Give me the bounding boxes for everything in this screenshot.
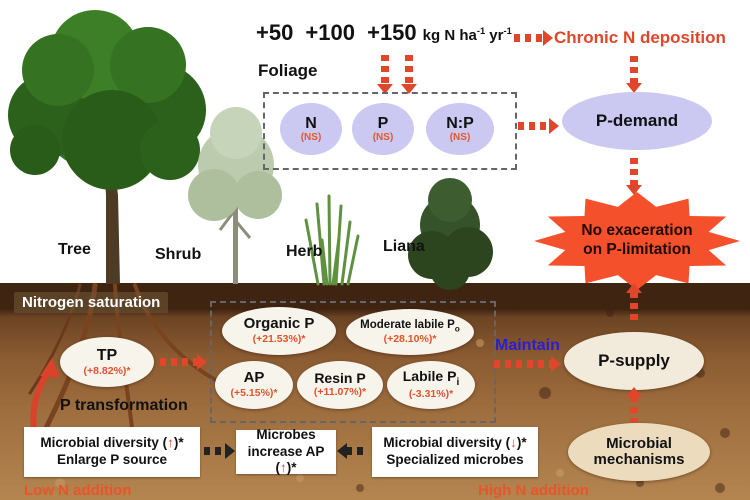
high-n-addition-label: High N addition	[478, 482, 589, 499]
moderate-labile-po-label: Moderate labile Po	[360, 318, 460, 333]
tp-value: (+8.82%)*	[83, 364, 131, 377]
microbial-diversity-up-line1: Microbial diversity (↑)*	[40, 435, 184, 451]
arrow-foliage-to-pdemand	[518, 122, 550, 130]
maintain-arrow	[494, 360, 552, 368]
foliage-p-status: (NS)	[372, 132, 394, 144]
plant-label-shrub: Shrub	[155, 246, 202, 263]
arrow-mechanisms-to-psupply	[630, 396, 638, 422]
microbial-diversity-down-line1: Microbial diversity (↓)*	[383, 435, 527, 451]
labile-pi-label: Labile Pi	[402, 368, 460, 389]
increase-ap-label: increase AP (↑)*	[247, 443, 325, 476]
arrow-n-input-1	[381, 55, 389, 85]
organic-p-value: (+21.53%)*	[252, 332, 306, 345]
organic-p-label: Organic P	[243, 315, 315, 333]
specialized-microbes-label: Specialized microbes	[386, 452, 524, 467]
n-rates-units: kg N ha-1 yr-1	[422, 26, 512, 44]
organic-p-ellipse: Organic P (+21.53%)*	[222, 307, 336, 355]
foliage-np-status: (NS)	[449, 132, 471, 144]
plant-label-herb: Herb	[286, 243, 323, 260]
low-n-addition-label: Low N addition	[24, 482, 132, 499]
ap-ellipse: AP (+5.15%)*	[215, 361, 293, 409]
microbial-mechanisms-line2: mechanisms	[593, 451, 685, 468]
arrow-to-chronic	[514, 34, 544, 42]
arrow-n-input-2	[405, 55, 413, 85]
p-supply-label: P-supply	[598, 350, 670, 370]
arrow-chronic-down	[630, 56, 638, 84]
enlarge-p-source-label: Enlarge P source	[56, 452, 168, 467]
p-demand-ellipse: P-demand	[562, 92, 712, 150]
foliage-n-ellipse: N (NS)	[280, 103, 342, 155]
ap-value: (+5.15%)*	[230, 386, 278, 399]
plant-label-tree: Tree	[58, 241, 91, 258]
starburst-line1: No exaceration	[581, 222, 693, 240]
arrow-pdemand-to-star	[630, 158, 638, 186]
tp-ellipse: TP (+8.82%)*	[60, 337, 154, 387]
microbial-mechanisms-ellipse: Microbial mechanisms	[568, 423, 710, 481]
foliage-np-ellipse: N:P (NS)	[426, 103, 494, 155]
n-rates-values: +50 +100 +150	[256, 20, 417, 45]
labile-pi-ellipse: Labile Pi (-3.31%)*	[387, 361, 475, 409]
foliage-label: Foliage	[258, 61, 318, 80]
starburst-line2: on P-limitation	[583, 241, 691, 258]
microbial-diversity-up-box: Microbial diversity (↑)* Enlarge P sourc…	[24, 427, 200, 477]
foliage-p-label: P	[377, 114, 389, 132]
foliage-box	[263, 92, 517, 170]
maintain-label: Maintain	[495, 337, 560, 354]
foliage-n-status: (NS)	[300, 132, 322, 144]
arrow-tp-to-pools	[160, 358, 198, 366]
microbial-diversity-down-box: Microbial diversity (↓)* Specialized mic…	[372, 427, 538, 477]
no-exacerbation-starburst: No exaceration on P-limitation	[534, 192, 740, 290]
chronic-n-deposition-label: Chronic N deposition	[554, 28, 726, 47]
arrow-left-to-middle	[204, 447, 226, 455]
herb-illustration	[304, 194, 360, 286]
nitrogen-saturation-label: Nitrogen saturation	[14, 292, 169, 313]
ap-label: AP	[243, 369, 265, 387]
foliage-n-label: N	[305, 114, 317, 132]
n-rates: +50 +100 +150 kg N ha-1 yr-1	[256, 20, 512, 46]
labile-pi-value: (-3.31%)*	[408, 388, 454, 401]
microbial-mechanisms-line1: Microbial	[606, 434, 672, 452]
resin-p-label: Resin P	[314, 370, 366, 387]
moderate-labile-po-ellipse: Moderate labile Po (+28.10%)*	[346, 309, 474, 355]
resin-p-ellipse: Resin P (+11.07%)*	[297, 361, 383, 409]
p-supply-ellipse: P-supply	[564, 332, 704, 390]
liana-illustration	[408, 178, 493, 290]
resin-p-value: (+11.07%)*	[313, 386, 367, 399]
microbes-increase-ap-box: Microbes increase AP (↑)*	[236, 426, 336, 475]
p-demand-label: P-demand	[595, 110, 679, 130]
tp-label: TP	[96, 346, 118, 364]
p-transformation-label: P transformation	[60, 397, 188, 414]
plant-label-liana: Liana	[383, 238, 425, 255]
microbes-label: Microbes	[256, 426, 316, 442]
foliage-np-label: N:P	[446, 114, 474, 132]
foliage-p-ellipse: P (NS)	[352, 103, 414, 155]
tree-illustration	[8, 10, 206, 284]
arrow-psupply-to-star	[630, 292, 638, 324]
moderate-labile-po-value: (+28.10%)*	[383, 332, 437, 345]
arrow-right-to-middle	[346, 447, 368, 455]
